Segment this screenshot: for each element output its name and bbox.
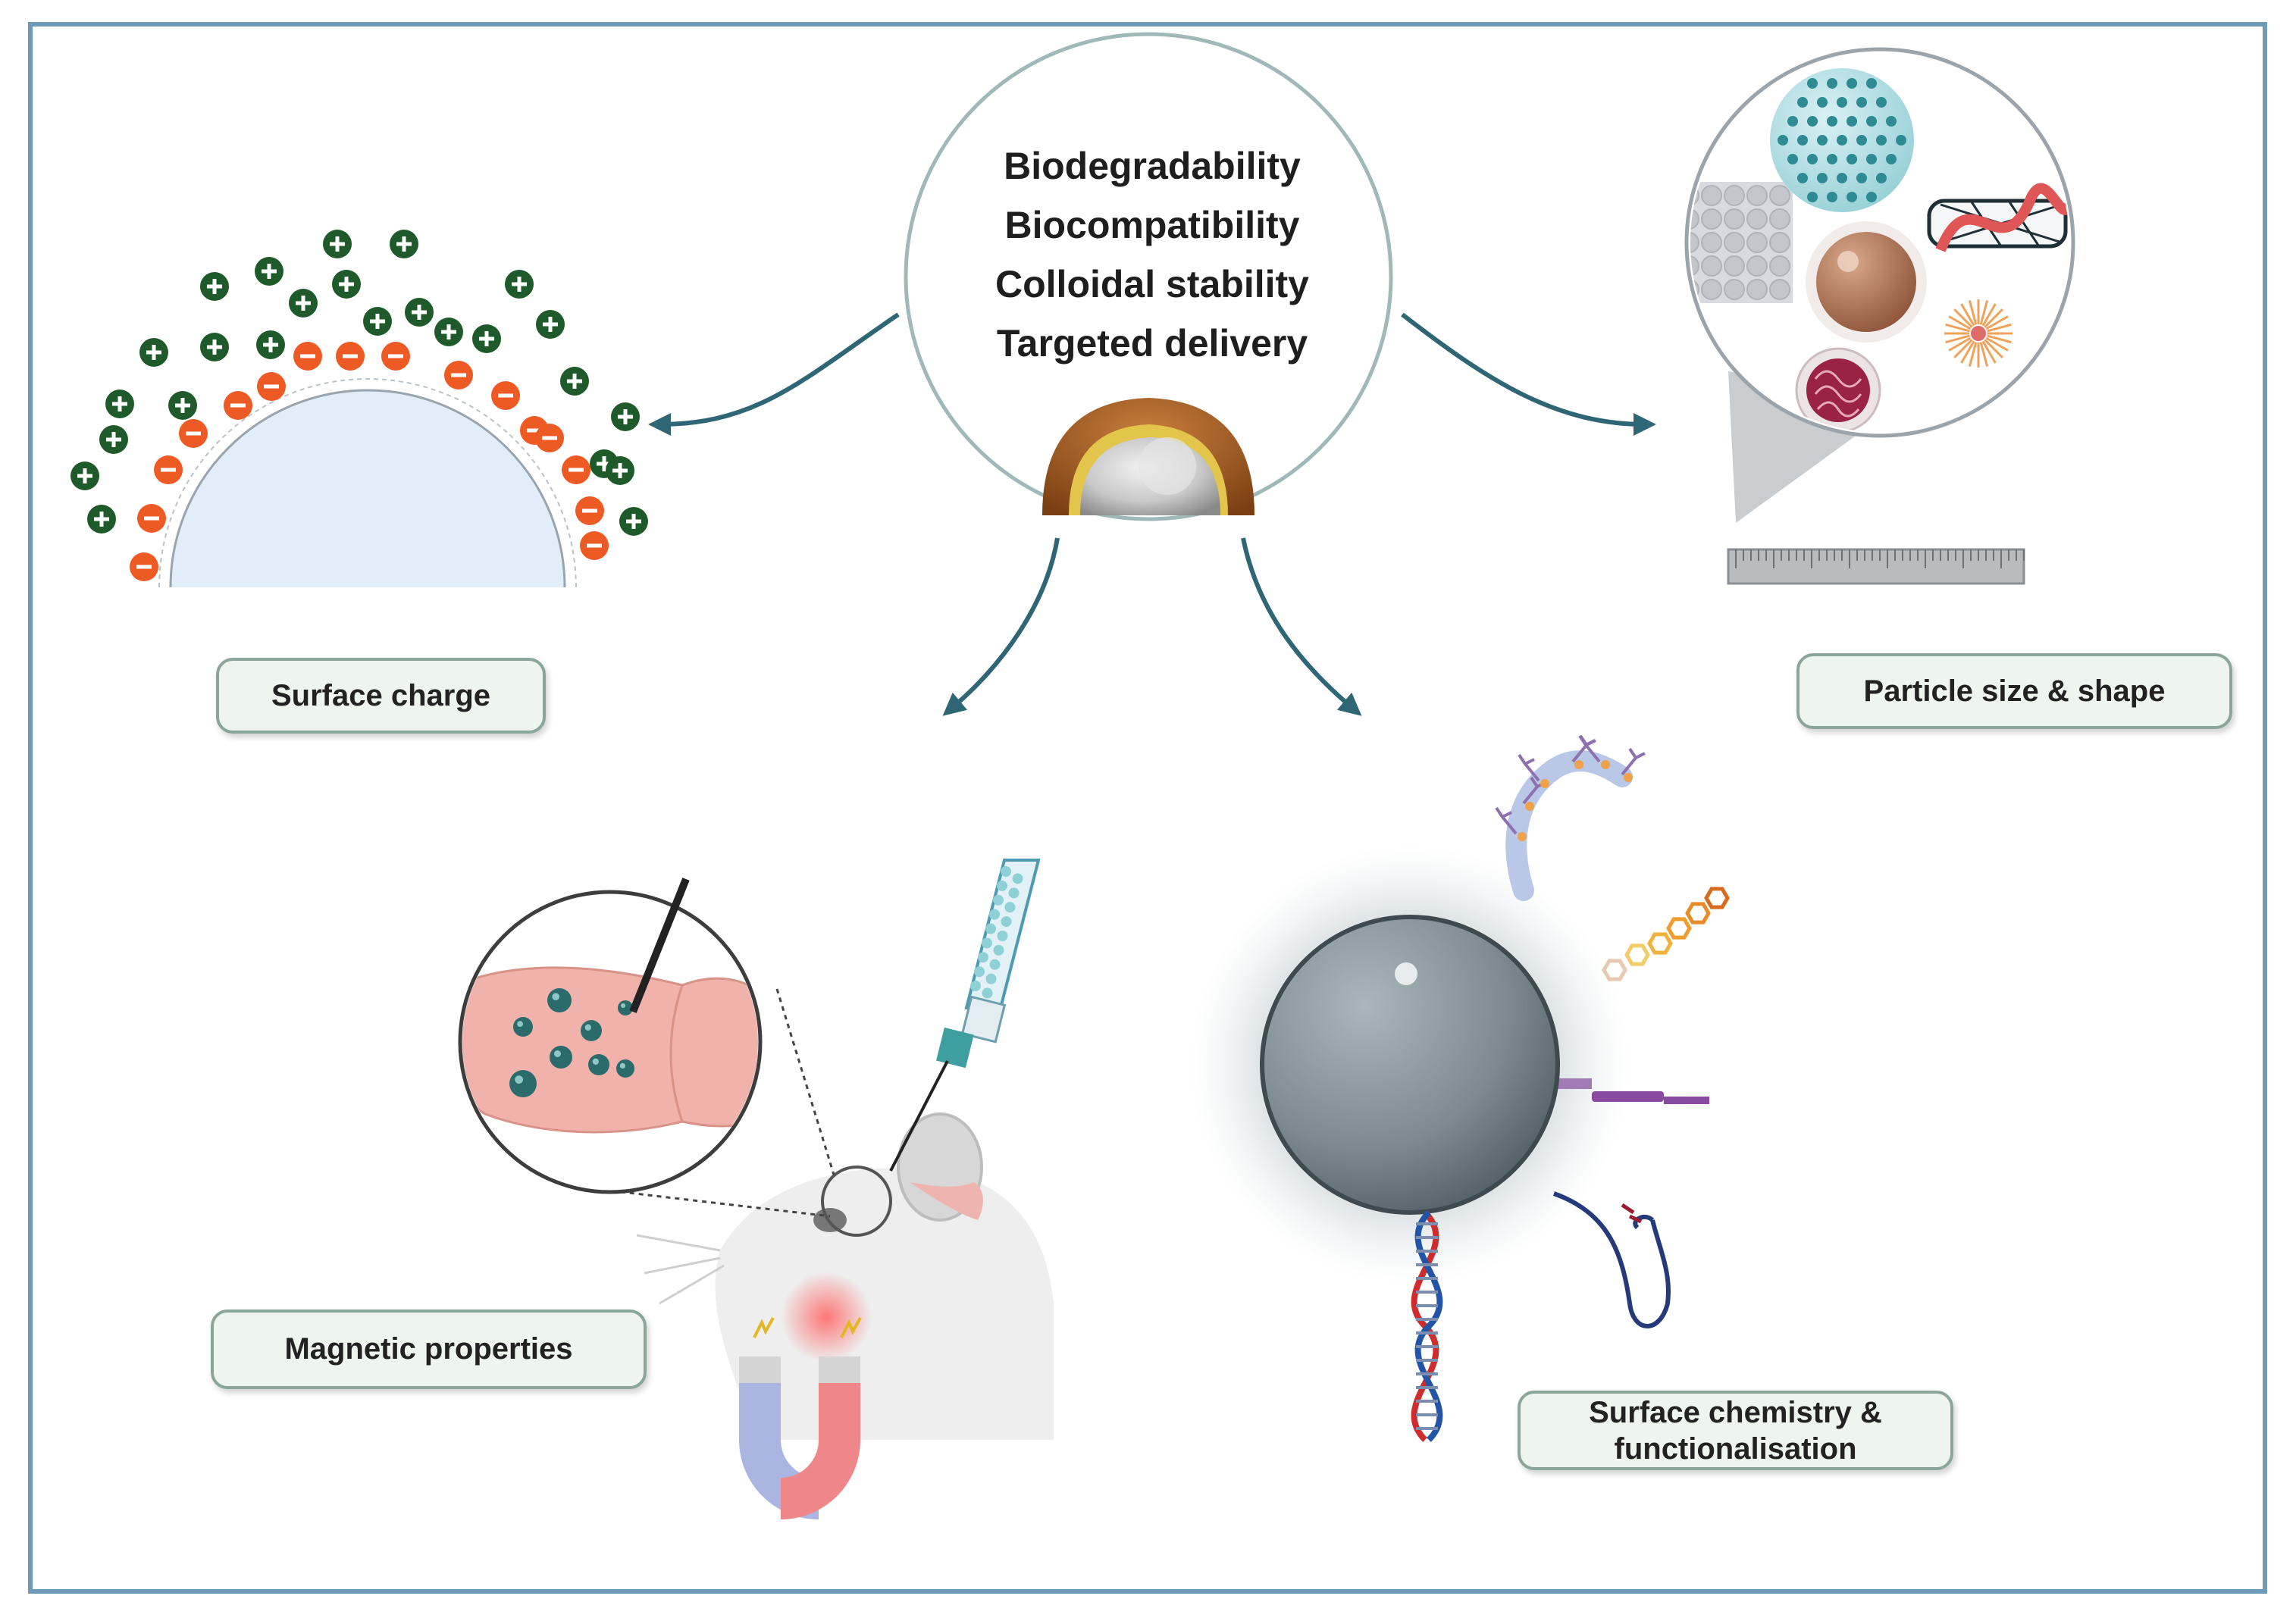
minus-icon [535, 424, 564, 452]
arrow-to-surface-charge [648, 312, 900, 436]
plus-icon [70, 462, 99, 490]
ligand-chain-icon [1602, 887, 1730, 981]
surface-chemistry-illustration [1190, 734, 1730, 1442]
solid-nanoparticle-icon [1806, 221, 1927, 343]
minus-icon [179, 419, 208, 448]
aptamer-icon [1552, 1191, 1671, 1328]
mesoporous-sphere-icon [1770, 68, 1914, 212]
minus-icon [381, 342, 410, 371]
ruler-icon [1727, 548, 2025, 585]
plus-icon [405, 298, 434, 327]
minus-icon [336, 342, 365, 371]
plus-icon [606, 456, 634, 485]
central-properties-circle [904, 32, 1393, 521]
arrow-to-surface-chemistry [1241, 537, 1362, 716]
minus-icon [137, 504, 166, 533]
surface-charge-illustration [70, 230, 648, 588]
arrows [648, 312, 1656, 716]
property-biodegradability: Biodegradability [1004, 145, 1301, 187]
nanotube-icon [1927, 183, 2069, 252]
plus-icon [139, 338, 168, 367]
plus-icon [390, 230, 418, 258]
minus-icon [257, 372, 286, 401]
label-particle-size-shape: Particle size & shape [1796, 653, 2232, 729]
plus-icon [332, 270, 361, 299]
nanoparticle-core-icon [1260, 915, 1560, 1215]
minus-icon [580, 531, 609, 560]
charge-ions [70, 230, 648, 581]
outer-frame [28, 22, 2267, 1594]
magnetic-properties-illustration [458, 859, 1054, 1519]
plus-icon [363, 307, 392, 336]
property-colloidal-stability: Colloidal stability [995, 263, 1309, 305]
plus-icon [99, 425, 128, 454]
syringe-icon [889, 859, 1041, 1172]
plus-icon [611, 402, 640, 431]
minus-icon [154, 455, 183, 484]
minus-icon [562, 455, 590, 484]
peptide-icon [1554, 1078, 1709, 1104]
minus-icon [575, 496, 604, 525]
plus-icon [323, 230, 352, 258]
plus-icon [200, 272, 229, 301]
label-surface-chemistry-line1: Surface chemistry & [1589, 1395, 1882, 1429]
minus-icon [491, 381, 520, 410]
plus-icon [289, 289, 318, 318]
plus-icon [560, 367, 589, 396]
minus-icon [293, 342, 322, 371]
label-surface-chemistry-line2: functionalisation [1614, 1432, 1857, 1466]
dna-icon [1411, 1210, 1443, 1442]
label-surface-charge: Surface charge [216, 658, 546, 734]
plus-icon [505, 270, 534, 299]
minus-icon [224, 391, 252, 420]
plus-icon [434, 318, 463, 346]
plus-icon [536, 310, 565, 339]
plus-icon [255, 257, 283, 286]
arrow-to-particle-size [1401, 312, 1656, 436]
plus-icon [87, 505, 116, 534]
mouse-icon [636, 1112, 1054, 1440]
plus-icon [256, 330, 285, 359]
arrow-to-magnetic [942, 537, 1060, 716]
label-magnetic-properties: Magnetic properties [211, 1310, 647, 1389]
porous-cube-icon [1690, 182, 1793, 303]
antibody-chain-icon [1505, 750, 1633, 901]
plus-icon [200, 333, 229, 361]
minus-icon [444, 361, 473, 390]
magnet-icon [739, 1317, 862, 1519]
plus-icon [168, 391, 197, 420]
plus-icon [105, 390, 134, 418]
property-biocompatibility: Biocompatibility [1004, 204, 1300, 246]
core-shell-nanoparticle-icon [1042, 398, 1254, 515]
label-surface-chemistry: Surface chemistry & functionalisation [1518, 1391, 1953, 1470]
tissue-zoom-icon [458, 878, 763, 1194]
polymer-nanoparticle-icon [1795, 347, 1881, 432]
property-targeted-delivery: Targeted delivery [996, 322, 1308, 365]
plus-icon [472, 324, 501, 353]
particle-size-illustration [1684, 47, 2075, 585]
micelle-icon [1944, 299, 2013, 368]
plus-icon [619, 507, 648, 536]
minus-icon [130, 552, 158, 581]
